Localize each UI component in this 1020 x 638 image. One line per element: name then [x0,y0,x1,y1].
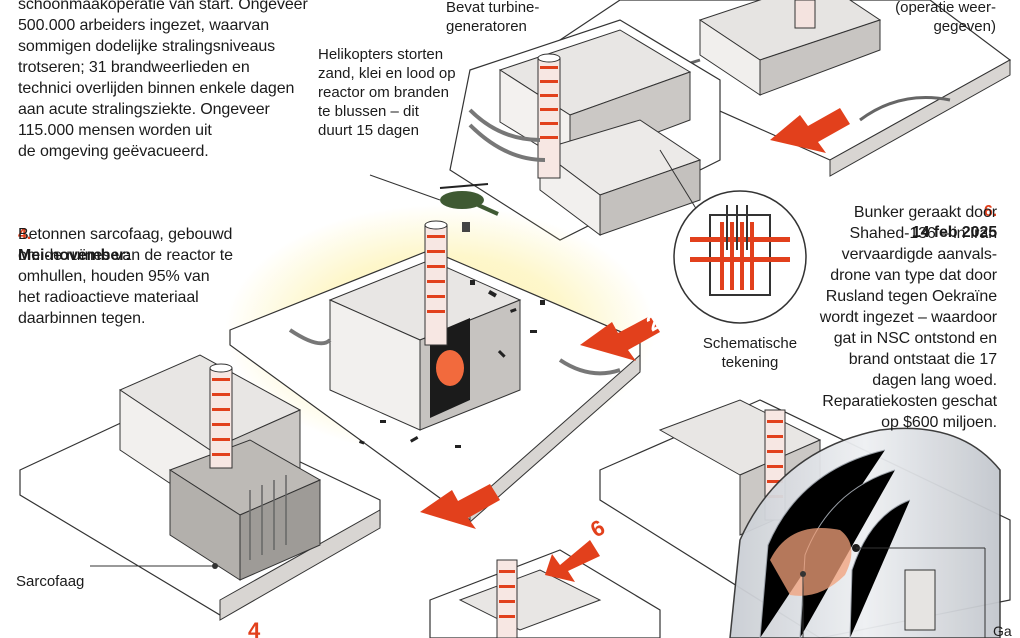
helicopter-icon [369,174,499,232]
nsc-dome-scene [599,399,1011,638]
step6-heading: 6. 14 feb 2025 [780,180,997,243]
step4-number: 4. [18,226,32,243]
schematic-drawing [659,149,807,324]
plant-scene-5 [429,549,661,638]
plant-scene-2 [449,19,721,241]
intro-text: schoonmaakoperatie van start. Ongeveer 5… [18,0,308,160]
step6-text: Bunker geraakt door Shahed-136 – in Iran… [819,204,997,431]
turbine-label: Bevat turbine- generatoren [446,0,540,35]
operation-label: (operatie weer- gegeven) [895,0,996,35]
sarcophagus-scene [19,354,381,621]
explosion-scene [225,205,655,524]
step-arrow-4: 4 [248,618,261,638]
schematic-label: Schematische tekening [702,335,798,371]
plant-scene-1 [558,0,1012,177]
step4-title: Mei-november: [18,247,131,264]
step4-text: Betonnen sarcofaag, gebouwd om de ruïnes… [18,226,233,327]
svg-text:4: 4 [248,618,261,638]
svg-text:6: 6 [586,515,609,543]
cut-edge-label: Ga [993,623,1012,638]
sarcophagus-label: Sarcofaag [16,573,85,590]
step6-number: 6. [983,203,997,220]
step4-heading: 4. Mei-november: [18,203,278,266]
helicopter-label: Helikopters storten zand, klei en lood o… [318,46,456,139]
step6-title: 14 feb 2025 [911,224,997,241]
